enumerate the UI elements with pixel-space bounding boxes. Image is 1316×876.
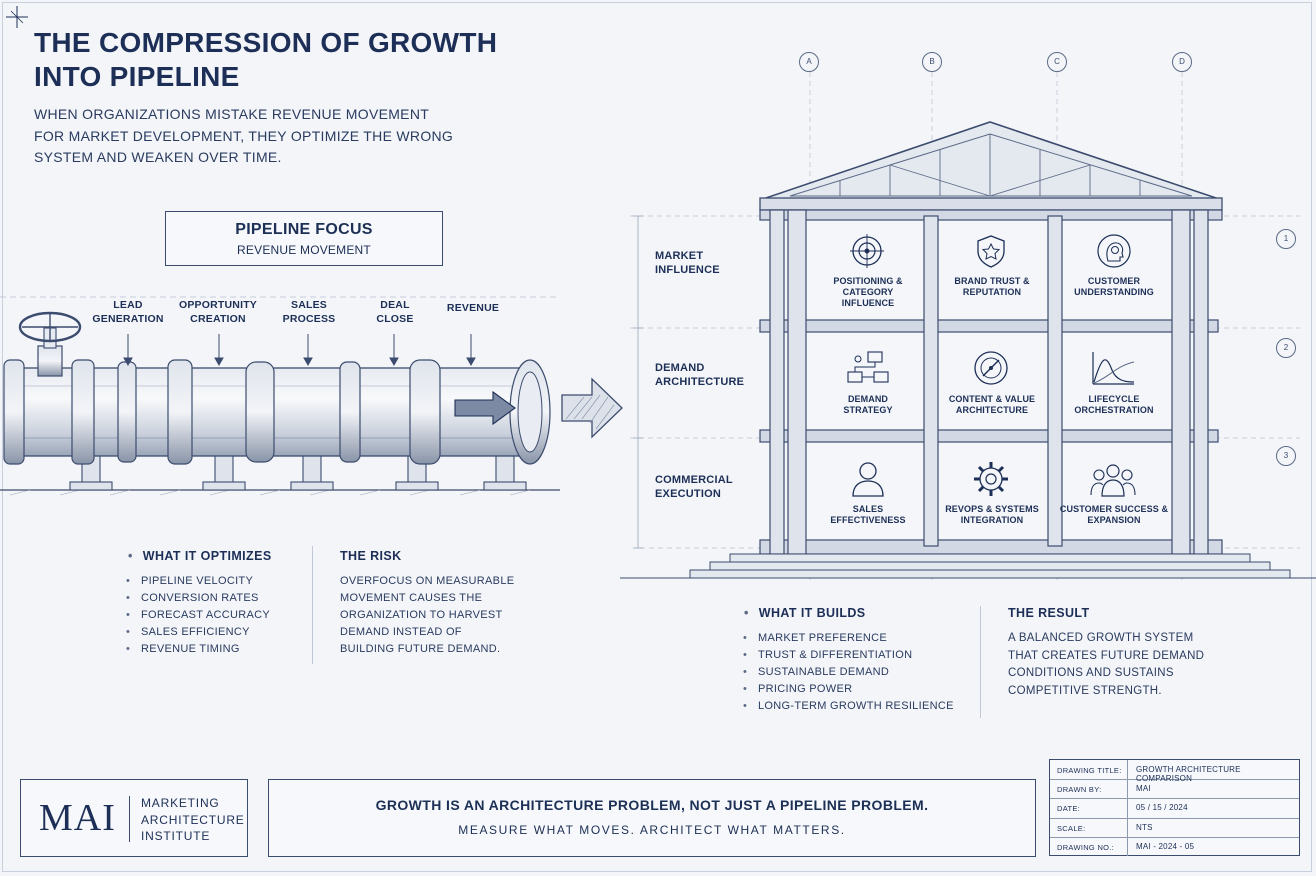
grid-column-marker: D	[1172, 52, 1192, 72]
cell-customer-success-expansion: CUSTOMER SUCCESS &EXPANSION	[1059, 504, 1169, 525]
list-item: SALES EFFICIENCY	[126, 624, 270, 641]
grid-row-marker: 1	[1276, 229, 1296, 249]
transition-arrow-icon	[561, 377, 623, 439]
page-subtitle: WHEN ORGANIZATIONS MISTAKE REVENUE MOVEM…	[34, 104, 453, 169]
grid-column-marker: C	[1047, 52, 1067, 72]
title-block-row: DATE:05 / 15 / 2024	[1050, 798, 1299, 819]
shield-icon	[977, 235, 1005, 268]
subtitle-line: WHEN ORGANIZATIONS MISTAKE REVENUE MOVEM…	[34, 106, 430, 122]
tagline-sub: MEASURE WHAT MOVES. ARCHITECT WHAT MATTE…	[458, 823, 846, 837]
pipeline-focus-subtitle: REVENUE MOVEMENT	[237, 243, 371, 257]
section-divider	[980, 606, 981, 718]
list-item: REVENUE TIMING	[126, 641, 270, 658]
compass-icon	[974, 351, 1008, 385]
logo-box: MAI MARKETING ARCHITECTURE INSTITUTE	[20, 779, 248, 857]
list-item: CONVERSION RATES	[126, 590, 270, 607]
person-icon	[852, 462, 884, 497]
flowchart-icon	[847, 351, 889, 383]
head-gear-icon	[1097, 234, 1131, 268]
title-block-row: DRAWING NO.:MAI - 2024 - 05	[1050, 836, 1299, 856]
list-item: FORECAST ACCURACY	[126, 607, 270, 624]
list-item: MARKET PREFERENCE	[743, 630, 954, 647]
result-text: A BALANCED GROWTH SYSTEM THAT CREATES FU…	[1008, 632, 1205, 697]
builds-heading: •WHAT IT BUILDS	[744, 606, 866, 620]
group-icon	[1090, 464, 1136, 497]
result-heading: THE RESULT	[1008, 606, 1090, 620]
builds-list: MARKET PREFERENCE TRUST & DIFFERENTIATIO…	[743, 630, 954, 715]
grid-column-marker: A	[799, 52, 819, 72]
optimizes-list: PIPELINE VELOCITY CONVERSION RATES FOREC…	[126, 573, 270, 658]
title-block-row: SCALE:NTS	[1050, 817, 1299, 838]
grid-row-marker: 2	[1276, 338, 1296, 358]
logo-name: MARKETING ARCHITECTURE INSTITUTE	[141, 796, 245, 843]
tagline-box: GROWTH IS AN ARCHITECTURE PROBLEM, NOT J…	[268, 779, 1036, 857]
grid-column-marker: B	[922, 52, 942, 72]
logo-mark: MAI	[39, 797, 116, 839]
title-block-row: DRAWN BY:MAI	[1050, 779, 1299, 800]
list-item: PIPELINE VELOCITY	[126, 573, 270, 590]
list-item: SUSTAINABLE DEMAND	[743, 664, 954, 681]
logo-divider	[129, 796, 130, 842]
pipeline-focus-box: PIPELINE FOCUS REVENUE MOVEMENT	[165, 211, 443, 266]
risk-text: OVERFOCUS ON MEASURABLE MOVEMENT CAUSES …	[340, 575, 515, 655]
list-item: PRICING POWER	[743, 681, 954, 698]
subtitle-line: FOR MARKET DEVELOPMENT, THEY OPTIMIZE TH…	[34, 127, 454, 144]
gear-icon	[974, 462, 1008, 496]
pipeline-focus-title: PIPELINE FOCUS	[235, 221, 373, 238]
target-icon	[850, 234, 884, 268]
cell-brand-trust-reputation: BRAND TRUST &REPUTATION	[954, 276, 1030, 297]
page-title: THE COMPRESSION OF GROWTH INTO PIPELINE	[34, 26, 497, 94]
pipeline-drawing	[0, 296, 560, 496]
subtitle-line: SYSTEM AND WEAKEN OVER TIME.	[34, 149, 282, 165]
grid-row-marker: 3	[1276, 446, 1296, 466]
stage-label-revenue: REVENUE	[446, 302, 500, 314]
list-item: TRUST & DIFFERENTIATION	[743, 647, 954, 664]
title-line: INTO PIPELINE	[34, 61, 240, 92]
title-block-row: DRAWING TITLE:GROWTH ARCHITECTURE COMPAR…	[1050, 760, 1299, 783]
optimizes-heading: •WHAT IT OPTIMIZES	[128, 549, 272, 563]
title-line: THE COMPRESSION OF GROWTH	[34, 27, 498, 58]
drawing-title-block: DRAWING TITLE:GROWTH ARCHITECTURE COMPAR…	[1049, 759, 1300, 856]
list-item: LONG-TERM GROWTH RESILIENCE	[743, 698, 954, 715]
curve-chart-icon	[1092, 352, 1135, 385]
section-divider	[312, 546, 313, 664]
tagline-main: GROWTH IS AN ARCHITECTURE PROBLEM, NOT J…	[375, 797, 929, 813]
corner-crosshair-icon	[6, 6, 28, 28]
risk-heading: THE RISK	[340, 549, 402, 563]
